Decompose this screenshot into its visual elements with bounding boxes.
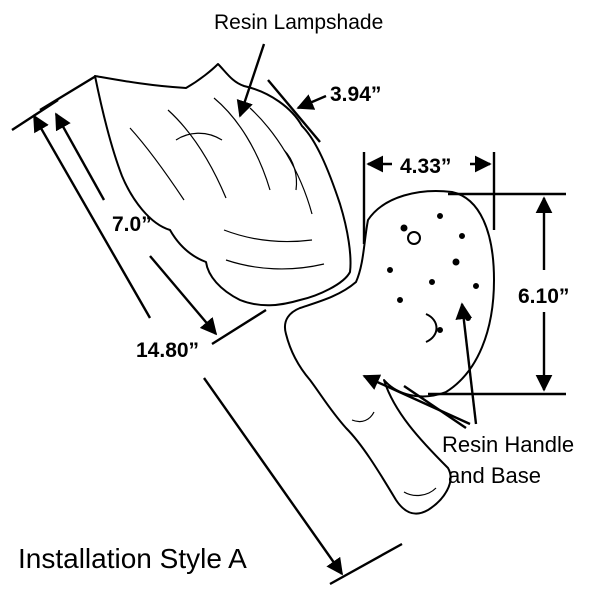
base-height-label: 6.10” — [518, 285, 570, 308]
handle-label-line2: and Base — [448, 462, 541, 488]
installation-style-title: Installation Style A — [18, 543, 247, 574]
total-length-label: 14.80” — [136, 339, 200, 362]
leader-handle-base — [362, 302, 478, 429]
lampshade-drawing — [94, 63, 352, 307]
handle-label-line1: Resin Handle — [442, 432, 575, 457]
dim-line-base-width — [362, 152, 496, 244]
shade-width-label: 3.94” — [330, 83, 382, 106]
handle-base-drawing — [284, 190, 495, 515]
dim-line-shade-length — [39, 74, 267, 346]
shade-length-label: 7.0” — [112, 213, 152, 236]
lampshade-label: Resin Lampshade — [214, 11, 384, 34]
handle-base-label: Resin Handle and Base — [442, 430, 574, 492]
dim-line-base-height — [428, 192, 566, 396]
base-width-label: 4.33” — [400, 155, 452, 178]
dim-line-shade-width — [267, 79, 327, 143]
leader-lampshade — [236, 43, 266, 118]
dim-line-total-length — [11, 98, 403, 586]
